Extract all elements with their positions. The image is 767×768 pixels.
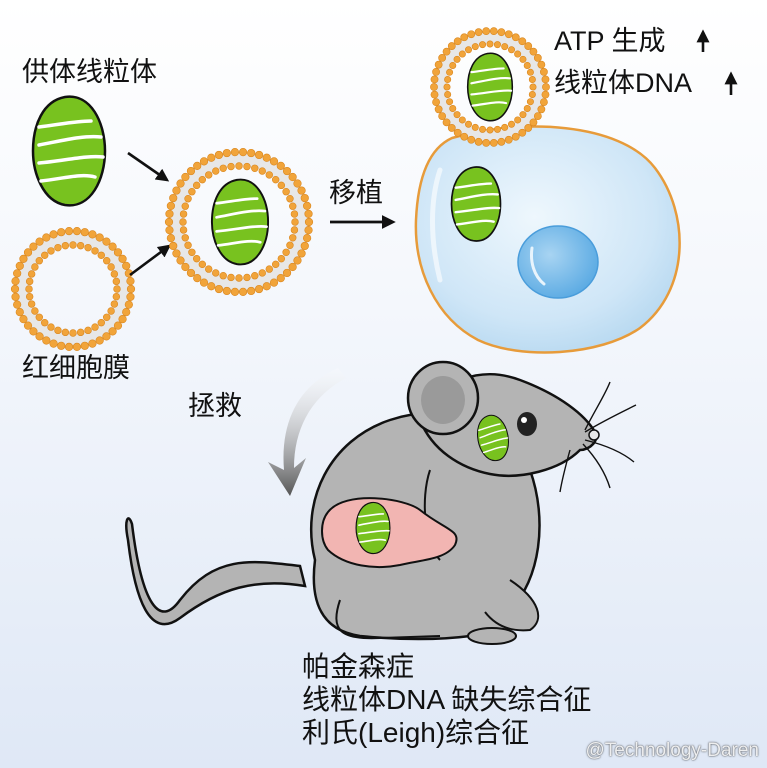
rbc-membrane-vesicle-icon <box>10 227 136 351</box>
fusing-coated-mitochondria-icon <box>430 27 550 147</box>
nucleus-icon <box>517 225 599 299</box>
lipid-bilayer-beads <box>443 40 537 134</box>
atp-production-label: ATP 生成 <box>554 26 666 56</box>
disease-parkinsons: 帕金森症 <box>302 651 415 682</box>
donor-mitochondria-label: 供体线粒体 <box>22 57 157 87</box>
lipid-bilayer-beads <box>430 27 550 147</box>
rescue-label: 拯救 <box>188 391 242 421</box>
disease-leigh: 利氏(Leigh)综合征 <box>302 717 530 749</box>
lipid-bilayer-beads <box>10 227 136 351</box>
lipid-bilayer-beads <box>179 162 299 282</box>
arrow-membrane-to-coated <box>129 244 172 277</box>
disease-list: 帕金森症 线粒体DNA 缺失综合征 利氏(Leigh)综合征 <box>302 650 591 749</box>
watermark: @Technology-Daren <box>585 740 760 761</box>
lipid-bilayer-beads <box>25 241 121 337</box>
arrow-donor-to-coated <box>127 151 170 182</box>
lipid-bilayer-beads <box>164 148 314 296</box>
mtdna-label: 线粒体DNA <box>554 68 693 98</box>
rescue-arrow <box>268 368 346 496</box>
rbc-membrane-label: 红细胞膜 <box>22 353 130 383</box>
recipient-cell-icon <box>414 125 681 354</box>
mouse-icon <box>125 360 637 645</box>
transplant-label: 移植 <box>329 178 383 208</box>
disease-mtdna-depletion: 线粒体DNA 缺失综合征 <box>302 684 592 716</box>
donor-mitochondria-icon <box>31 94 107 208</box>
coated-mitochondria-icon <box>164 148 314 296</box>
